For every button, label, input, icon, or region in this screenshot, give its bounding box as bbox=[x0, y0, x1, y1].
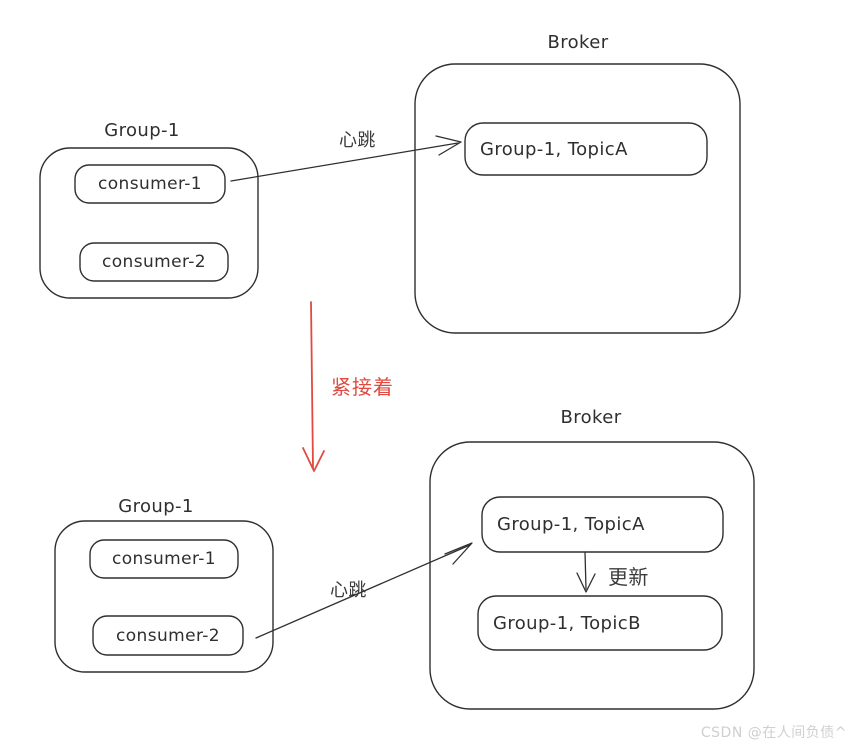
update-arrow-line bbox=[584, 551, 587, 590]
top-consumer-1-box bbox=[74, 164, 226, 204]
update-arrowhead bbox=[576, 572, 596, 593]
top-consumer-1-label: consumer-1 bbox=[97, 174, 203, 194]
top-broker-entry-a: Group-1, TopicA bbox=[480, 138, 628, 160]
top-consumer-2-label: consumer-2 bbox=[101, 252, 207, 272]
top-broker-title: Broker bbox=[547, 31, 609, 53]
transition-label: 紧接着 bbox=[331, 375, 394, 399]
bottom-broker-entry-a-box bbox=[481, 496, 724, 553]
bottom-consumer-2-box bbox=[92, 615, 244, 656]
bottom-heartbeat-label: 心跳 bbox=[330, 580, 367, 601]
bottom-heartbeat-arrow-line bbox=[255, 544, 471, 639]
top-heartbeat-arrow-line bbox=[230, 142, 459, 182]
top-broker-box bbox=[414, 63, 741, 334]
bottom-broker-entry-b: Group-1, TopicB bbox=[493, 612, 641, 634]
top-consumer-2-box bbox=[79, 242, 229, 282]
transition-arrowhead bbox=[302, 447, 325, 472]
bottom-broker-title: Broker bbox=[560, 406, 622, 428]
bottom-broker-box bbox=[429, 441, 755, 710]
bottom-consumer-2-label: consumer-2 bbox=[115, 625, 221, 646]
bottom-broker-entry-a: Group-1, TopicA bbox=[497, 514, 645, 535]
bottom-group-title: Group-1 bbox=[118, 495, 194, 517]
bottom-heartbeat-arrowhead bbox=[444, 542, 473, 565]
bottom-broker-entry-b-box bbox=[477, 595, 723, 651]
top-heartbeat-label: 心跳 bbox=[339, 130, 376, 151]
transition-arrow-line bbox=[310, 301, 314, 469]
top-group-title: Group-1 bbox=[104, 119, 180, 141]
bottom-group-box bbox=[54, 520, 274, 673]
top-broker-entry-a-box bbox=[464, 122, 708, 176]
top-group-box bbox=[39, 147, 259, 299]
update-label: 更新 bbox=[608, 565, 649, 589]
watermark: CSDN @在人间负债^ bbox=[700, 725, 847, 741]
top-heartbeat-arrowhead bbox=[435, 135, 462, 156]
bottom-consumer-1-box bbox=[89, 539, 239, 579]
bottom-consumer-1-label: consumer-1 bbox=[111, 549, 217, 569]
